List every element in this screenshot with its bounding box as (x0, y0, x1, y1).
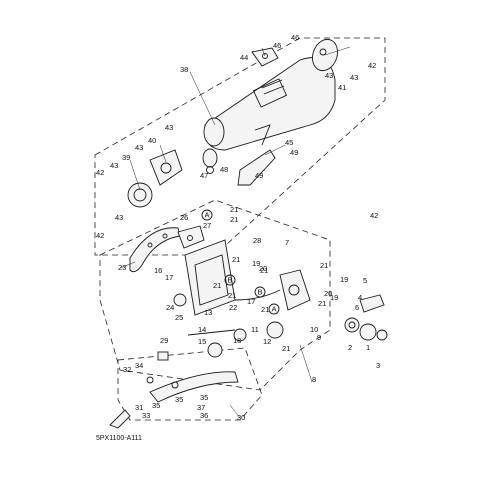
callout: 46 (291, 33, 299, 42)
callout: 30 (237, 413, 245, 422)
callout: 29 (160, 336, 168, 345)
callout: 5 (363, 276, 367, 285)
group-8-manifold-boundary (99, 199, 331, 391)
callout: 44 (240, 53, 248, 62)
front-arrow-icon (109, 409, 131, 429)
callout: 9 (317, 333, 321, 342)
marker-label: A (272, 305, 277, 314)
callout: 43 (135, 143, 143, 152)
leader-lines (119, 46, 351, 419)
callout: 21 (232, 255, 240, 264)
callouts: 1 2 3 4 5 6 7 8 9 10 11 12 13 14 15 16 1… (96, 33, 380, 422)
callout: 13 (204, 308, 212, 317)
callout: 43 (115, 213, 123, 222)
callout: 18 (233, 336, 241, 345)
callout: 20 (324, 289, 332, 298)
callout: 33 (142, 411, 150, 420)
callout: 24 (166, 303, 174, 312)
callout: 49 (290, 148, 298, 157)
callout: 25 (175, 313, 183, 322)
callout: 21 (228, 291, 236, 300)
sensor-parts (173, 293, 284, 358)
callout: 6 (355, 303, 359, 312)
muffler-bracket (251, 47, 279, 67)
callout: 21 (213, 281, 221, 290)
callout: 36 (200, 411, 208, 420)
callout: 35 (152, 401, 160, 410)
callout: 8 (312, 375, 316, 384)
callout: 7 (285, 238, 289, 247)
callout: 46 (273, 41, 281, 50)
callout: 2 (348, 343, 352, 352)
callout: 26 (180, 213, 188, 222)
callout: 21 (260, 266, 268, 275)
callout: 11 (251, 325, 259, 334)
callout: 21 (318, 299, 326, 308)
callout: 43 (325, 71, 333, 80)
callout: 42 (370, 211, 378, 220)
protector-plate (177, 225, 205, 249)
group-31-pipe-boundary (117, 347, 263, 421)
callout: 1 (366, 343, 370, 352)
callout: 38 (180, 65, 188, 74)
exhaust-pipe (146, 351, 239, 403)
callout: 16 (154, 266, 162, 275)
callout: 43 (110, 161, 118, 170)
reference-markers: A B A B (201, 209, 280, 315)
callout: 35 (175, 395, 183, 404)
callout: 4 (358, 293, 362, 302)
marker-label: A (205, 211, 210, 220)
marker-label: B (228, 276, 233, 285)
callout: 21 (320, 261, 328, 270)
flange-clamp (344, 294, 388, 341)
exhaust-pipe-assembly (184, 239, 311, 316)
callout: 15 (198, 337, 206, 346)
group-38-muffler-boundary (94, 37, 386, 256)
callout: 42 (96, 168, 104, 177)
callout: 35 (200, 393, 208, 402)
callout: 43 (165, 123, 173, 132)
heat-shield-bracket (237, 124, 276, 186)
callout: 22 (229, 303, 237, 312)
callout: 17 (247, 297, 255, 306)
diagram-code: 5PX1100-A111 (96, 435, 142, 442)
callout: 21 (282, 344, 290, 353)
callout: 3 (376, 361, 380, 370)
callout: 17 (165, 273, 173, 282)
callout: 42 (368, 61, 376, 70)
callout: 23 (118, 263, 126, 272)
marker-label: B (258, 288, 263, 297)
callout: 19 (340, 275, 348, 284)
exhaust-joint-gasket (127, 149, 183, 208)
callout: 49 (255, 171, 263, 180)
callout: 21 (261, 305, 269, 314)
callout: 32 (123, 365, 131, 374)
callout: 45 (285, 138, 293, 147)
callout: 41 (338, 83, 346, 92)
callout: 19 (252, 259, 260, 268)
callout: 42 (96, 231, 104, 240)
callout: 28 (253, 236, 261, 245)
callout: 37 (197, 403, 205, 412)
callout: 21 (230, 205, 238, 214)
callout: 10 (310, 325, 318, 334)
callout: 47 (200, 171, 208, 180)
spark-arrester (202, 148, 218, 174)
callout: 19 (330, 293, 338, 302)
callout: 20 (259, 264, 267, 273)
callout: 34 (135, 361, 143, 370)
callout: 12 (263, 337, 271, 346)
callout: 39 (122, 153, 130, 162)
callout: 27 (203, 221, 211, 230)
muffler (203, 57, 336, 151)
callout: 21 (230, 215, 238, 224)
callout: 31 (135, 403, 143, 412)
callout: 40 (148, 136, 156, 145)
callout: 14 (198, 325, 206, 334)
heat-protector (129, 227, 181, 273)
callout: 48 (220, 165, 228, 174)
callout: 43 (350, 73, 358, 82)
